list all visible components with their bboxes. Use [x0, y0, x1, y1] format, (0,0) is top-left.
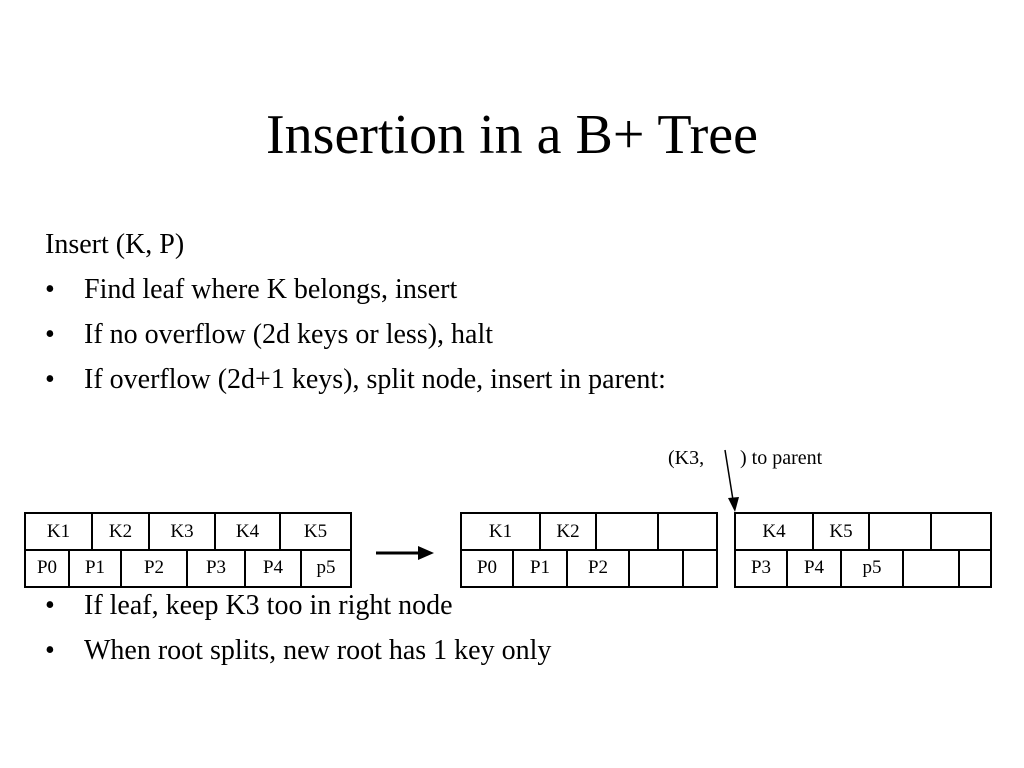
pointer-cell: P1: [70, 549, 122, 586]
pointer-cell: [684, 549, 716, 586]
bullet-marker: •: [45, 274, 55, 305]
key-cell: K4: [736, 514, 814, 549]
right-node-pointers: P3 P4 p5: [736, 549, 990, 586]
pointer-cell: P2: [122, 549, 188, 586]
original-node-keys: K1 K2 K3 K4 K5: [26, 514, 350, 551]
annotation-left: (K3,: [668, 447, 705, 469]
bullet-text: If overflow (2d+1 keys), split node, ins…: [84, 364, 666, 395]
pointer-cell: [960, 549, 990, 586]
key-cell: [932, 514, 990, 549]
bullet-marker: •: [45, 319, 55, 350]
bullet-marker: •: [45, 364, 55, 395]
pointer-cell: P0: [462, 549, 514, 586]
key-cell: [597, 514, 659, 549]
key-cell: K2: [93, 514, 150, 549]
pointer-cell: P1: [514, 549, 568, 586]
bullet-text: If no overflow (2d keys or less), halt: [84, 319, 494, 350]
bullet-text: Find leaf where K belongs, insert: [84, 274, 458, 305]
split-arrow-icon: [376, 546, 434, 560]
slide-title: Insertion in a B+ Tree: [266, 104, 758, 166]
pointer-cell: P3: [736, 549, 788, 586]
pointer-cell: [630, 549, 684, 586]
pointer-cell: p5: [316, 557, 336, 578]
key-cell: K5: [303, 521, 328, 542]
pointer-cell: P4: [246, 549, 302, 586]
bullet-text: If leaf, keep K3 too in right node: [84, 590, 453, 621]
pointer-cell: P3: [188, 549, 246, 586]
bullet-text: When root splits, new root has 1 key onl…: [84, 635, 552, 666]
pointer-cell: [904, 549, 960, 586]
key-cell: K1: [462, 514, 541, 549]
right-node-keys: K4 K5: [736, 514, 990, 551]
pointer-cell: P2: [568, 549, 630, 586]
annotation-right: ) to parent: [740, 447, 823, 469]
right-split-node: K4 K5 P3 P4 p5: [734, 512, 992, 588]
key-cell: K5: [814, 514, 870, 549]
pointer-cell: P4: [788, 549, 842, 586]
key-cell: [659, 514, 716, 549]
left-split-node: K1 K2 P0 P1 P2: [460, 512, 718, 588]
original-node-pointers: P0 P1 P2 P3 P4 p5: [26, 549, 350, 586]
key-cell: K2: [541, 514, 597, 549]
key-cell: K4: [216, 514, 281, 549]
bullet-marker: •: [45, 590, 55, 621]
pointer-cell: p5: [842, 549, 904, 586]
key-cell: K3: [150, 514, 216, 549]
pointer-cell: P0: [26, 549, 70, 586]
key-cell: [870, 514, 932, 549]
bullet-marker: •: [45, 635, 55, 666]
to-parent-arrow-icon: [724, 449, 739, 512]
left-node-keys: K1 K2: [462, 514, 716, 551]
original-node: K1 K2 K3 K4 K5 P0 P1 P2 P3 P4 p5: [24, 512, 352, 588]
intro-text: Insert (K, P): [45, 229, 185, 260]
key-cell: K1: [26, 514, 93, 549]
left-node-pointers: P0 P1 P2: [462, 549, 716, 586]
